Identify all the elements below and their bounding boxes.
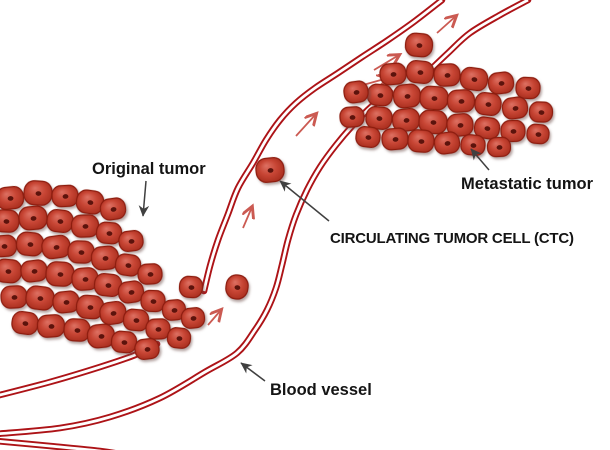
original-tumor-cell — [46, 208, 74, 234]
circulating-tumor-cell — [225, 274, 249, 300]
metastatic-tumor-cell — [528, 101, 554, 123]
original-tumor-cell — [99, 300, 127, 326]
original-tumor-cell — [52, 290, 80, 314]
vessel-wall-wall-lower-right-upper-segment — [423, 0, 532, 77]
metastatic-tumor-cell — [460, 134, 486, 156]
circulating-tumor-cells — [225, 32, 434, 300]
label-metastatic-tumor: Metastatic tumor — [461, 175, 594, 193]
original-tumor-cell — [51, 184, 79, 208]
label-arrow-blood-vessel — [240, 362, 266, 382]
original-tumor-cell — [0, 258, 23, 284]
original-tumor-cell — [0, 209, 20, 233]
circulating-tumor-cell — [343, 80, 369, 104]
vessel-wall-core — [0, 90, 391, 436]
flow-arrow-icon — [373, 55, 399, 71]
original-tumor-cell — [93, 272, 123, 298]
metastatic-tumor-cell — [405, 59, 435, 85]
original-tumor-cell — [140, 289, 166, 313]
diagram-labels: Original tumor Metastatic tumor CIRCULAT… — [92, 160, 594, 399]
metastatic-tumor-cell — [433, 131, 461, 155]
metastatic-tumor-cell — [419, 85, 449, 111]
original-tumor-cells — [0, 180, 206, 361]
original-tumor-cell — [134, 337, 160, 361]
metastatic-tumor-cell — [407, 129, 435, 153]
original-tumor-cell — [20, 259, 48, 283]
metastatic-tumor-cell — [446, 89, 476, 113]
flow-arrow-icon — [436, 16, 456, 34]
flow-arrow-icon — [207, 310, 221, 326]
vessel-wall-core — [0, 439, 104, 450]
original-tumor-cell — [0, 234, 18, 258]
label-arrow-original-tumor — [138, 180, 150, 217]
original-tumor-cell — [117, 280, 145, 304]
original-tumor-cell — [67, 240, 95, 264]
metastatic-tumor-cell — [446, 113, 474, 137]
metastatic-tumor-cells — [339, 59, 554, 158]
metastatic-tumor-cell — [381, 127, 409, 151]
metastatic-tumor-cell — [433, 63, 461, 87]
circulating-tumor-cell — [255, 157, 285, 183]
original-tumor-cell — [0, 185, 25, 211]
original-tumor-cell — [137, 263, 163, 285]
original-tumor-cell — [75, 294, 105, 320]
original-tumor-cell — [41, 234, 71, 260]
original-tumor-cell — [145, 318, 171, 340]
original-tumor-cell — [122, 308, 150, 332]
original-tumor-cell — [25, 285, 55, 311]
original-tumor-cell — [118, 229, 144, 253]
metastatic-tumor-cell — [459, 66, 489, 92]
original-tumor-cell — [11, 310, 39, 336]
original-tumor-cell — [70, 214, 100, 238]
label-arrow-circulating-tumor-cell — [279, 180, 330, 222]
label-original-tumor: Original tumor — [92, 160, 206, 178]
circulating-tumor-cell — [404, 32, 434, 58]
original-tumor-cell — [180, 307, 206, 329]
metastatic-tumor-cell — [392, 83, 422, 109]
original-tumor-cell — [114, 253, 142, 277]
metastatic-tumor-cell — [391, 107, 421, 133]
metastatic-tumor-cell — [526, 123, 550, 145]
metastatic-tumor-cell — [365, 106, 393, 130]
original-tumor-cell — [36, 314, 66, 338]
metastatic-tumor-cell — [355, 125, 381, 149]
vessel-wall-core — [0, 342, 158, 397]
flow-arrow-icon — [243, 207, 252, 229]
metastatic-tumor-cell — [486, 136, 512, 158]
vessel-wall-core — [426, 0, 529, 75]
label-blood-vessel: Blood vessel — [270, 381, 372, 399]
metastatic-tumor-cell — [339, 106, 365, 128]
metastatic-tumor-cell — [473, 116, 501, 140]
original-tumor-cell — [23, 180, 53, 206]
label-arrow-metastatic-tumor — [470, 148, 490, 171]
blood-vessel-walls — [0, 0, 532, 450]
original-tumor-cell — [110, 330, 138, 354]
original-tumor-cell — [99, 197, 127, 221]
original-tumor-cell — [63, 318, 91, 342]
original-tumor-cell — [166, 327, 192, 349]
metastatic-tumor-cell — [487, 71, 515, 95]
label-circulating-tumor-cell: CIRCULATING TUMOR CELL (CTC) — [330, 230, 574, 247]
original-tumor-cell — [178, 275, 204, 299]
metastatic-tumor-cell — [379, 62, 407, 86]
label-pointer-arrows — [138, 148, 490, 382]
original-tumor-cell — [0, 285, 28, 309]
original-tumor-cell — [18, 205, 48, 231]
metastatic-tumor-cell — [366, 83, 394, 107]
metastatic-tumor-cell — [474, 91, 502, 117]
vessel-wall-core — [202, 0, 443, 292]
original-tumor-cell — [15, 231, 45, 257]
flow-arrow-icon — [295, 114, 316, 137]
metastatic-tumor-cell — [501, 96, 529, 120]
metastatic-tumor-cell — [515, 76, 541, 100]
metastatic-tumor-cell — [500, 119, 526, 143]
original-tumor-cell — [45, 261, 75, 287]
